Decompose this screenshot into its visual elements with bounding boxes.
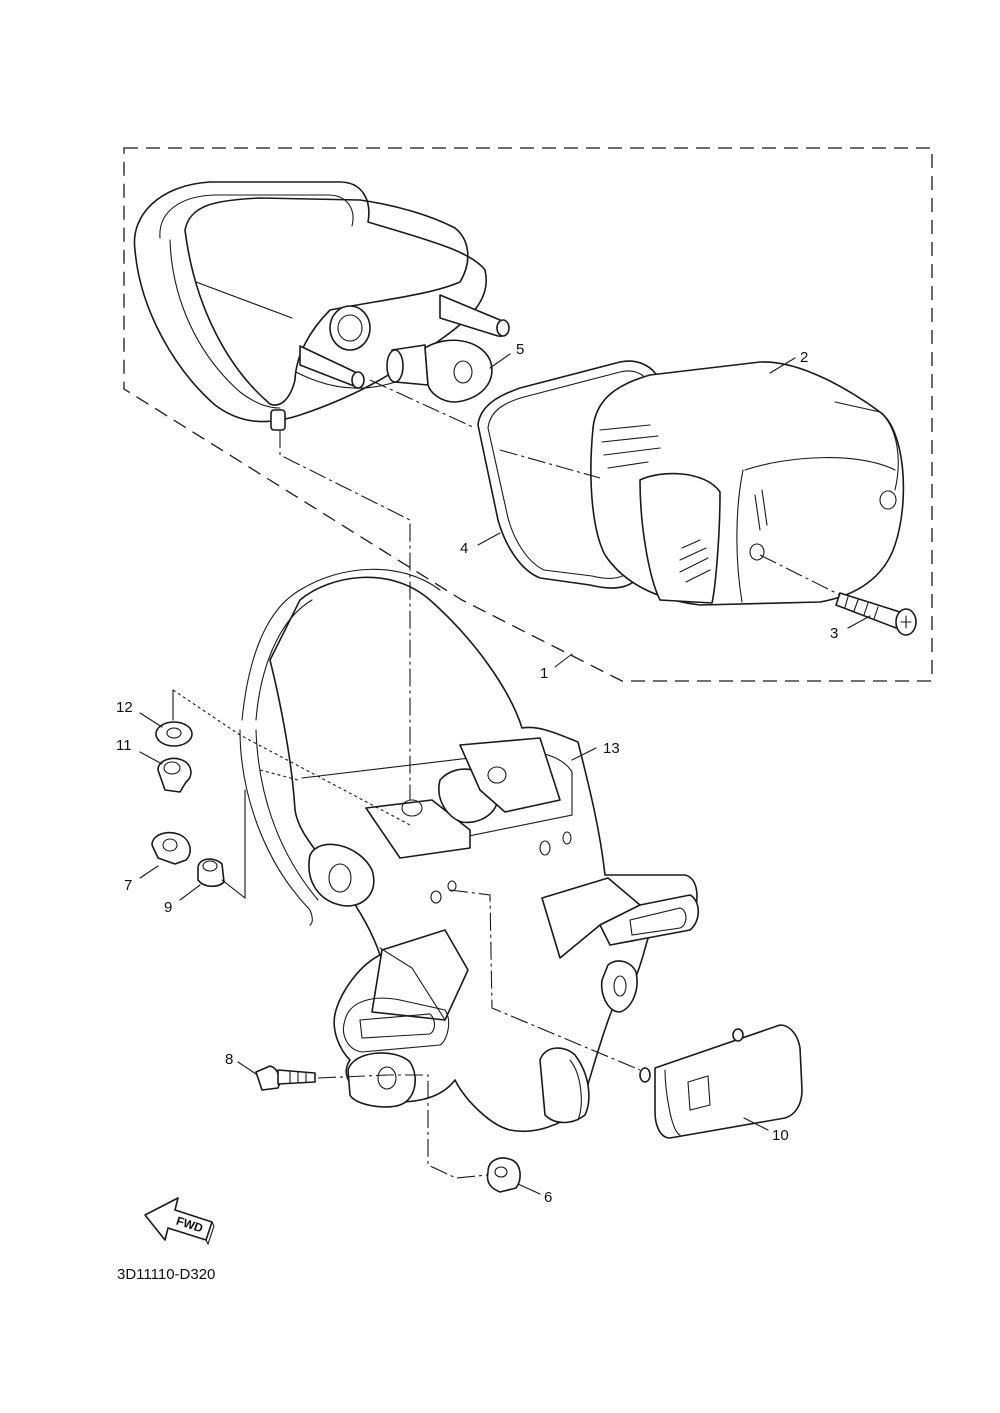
callout-8: 8 xyxy=(225,1051,233,1068)
diagram-code: 3D11110-D320 xyxy=(117,1266,216,1283)
callout-6: 6 xyxy=(544,1189,552,1206)
screw xyxy=(835,592,917,636)
washer xyxy=(155,721,193,747)
forward-direction-arrow: FWD xyxy=(144,1197,215,1246)
callout-1: 1 xyxy=(540,665,548,682)
cap-nut xyxy=(486,1157,521,1193)
callout-2: 2 xyxy=(800,349,808,366)
flange-bolt xyxy=(255,1065,316,1091)
bracket xyxy=(239,568,700,1133)
callout-13: 13 xyxy=(603,740,620,757)
callouts: 5 2 3 4 1 12 11 13 7 9 8 10 6 xyxy=(116,341,871,1206)
callout-11: 11 xyxy=(116,737,132,754)
tail-light-housing xyxy=(133,181,510,431)
nut xyxy=(157,757,192,793)
assembly-boundary xyxy=(123,147,933,682)
flange-nut xyxy=(151,831,191,865)
lens xyxy=(590,361,905,606)
callout-4: 4 xyxy=(460,540,468,557)
callout-3: 3 xyxy=(830,625,838,642)
reflector xyxy=(639,1024,803,1139)
bulb xyxy=(386,339,493,403)
callout-7: 7 xyxy=(124,877,132,894)
callout-9: 9 xyxy=(164,899,172,916)
callout-5: 5 xyxy=(516,341,524,358)
collar xyxy=(197,858,225,888)
callout-12: 12 xyxy=(116,699,133,716)
callout-10: 10 xyxy=(772,1127,789,1144)
